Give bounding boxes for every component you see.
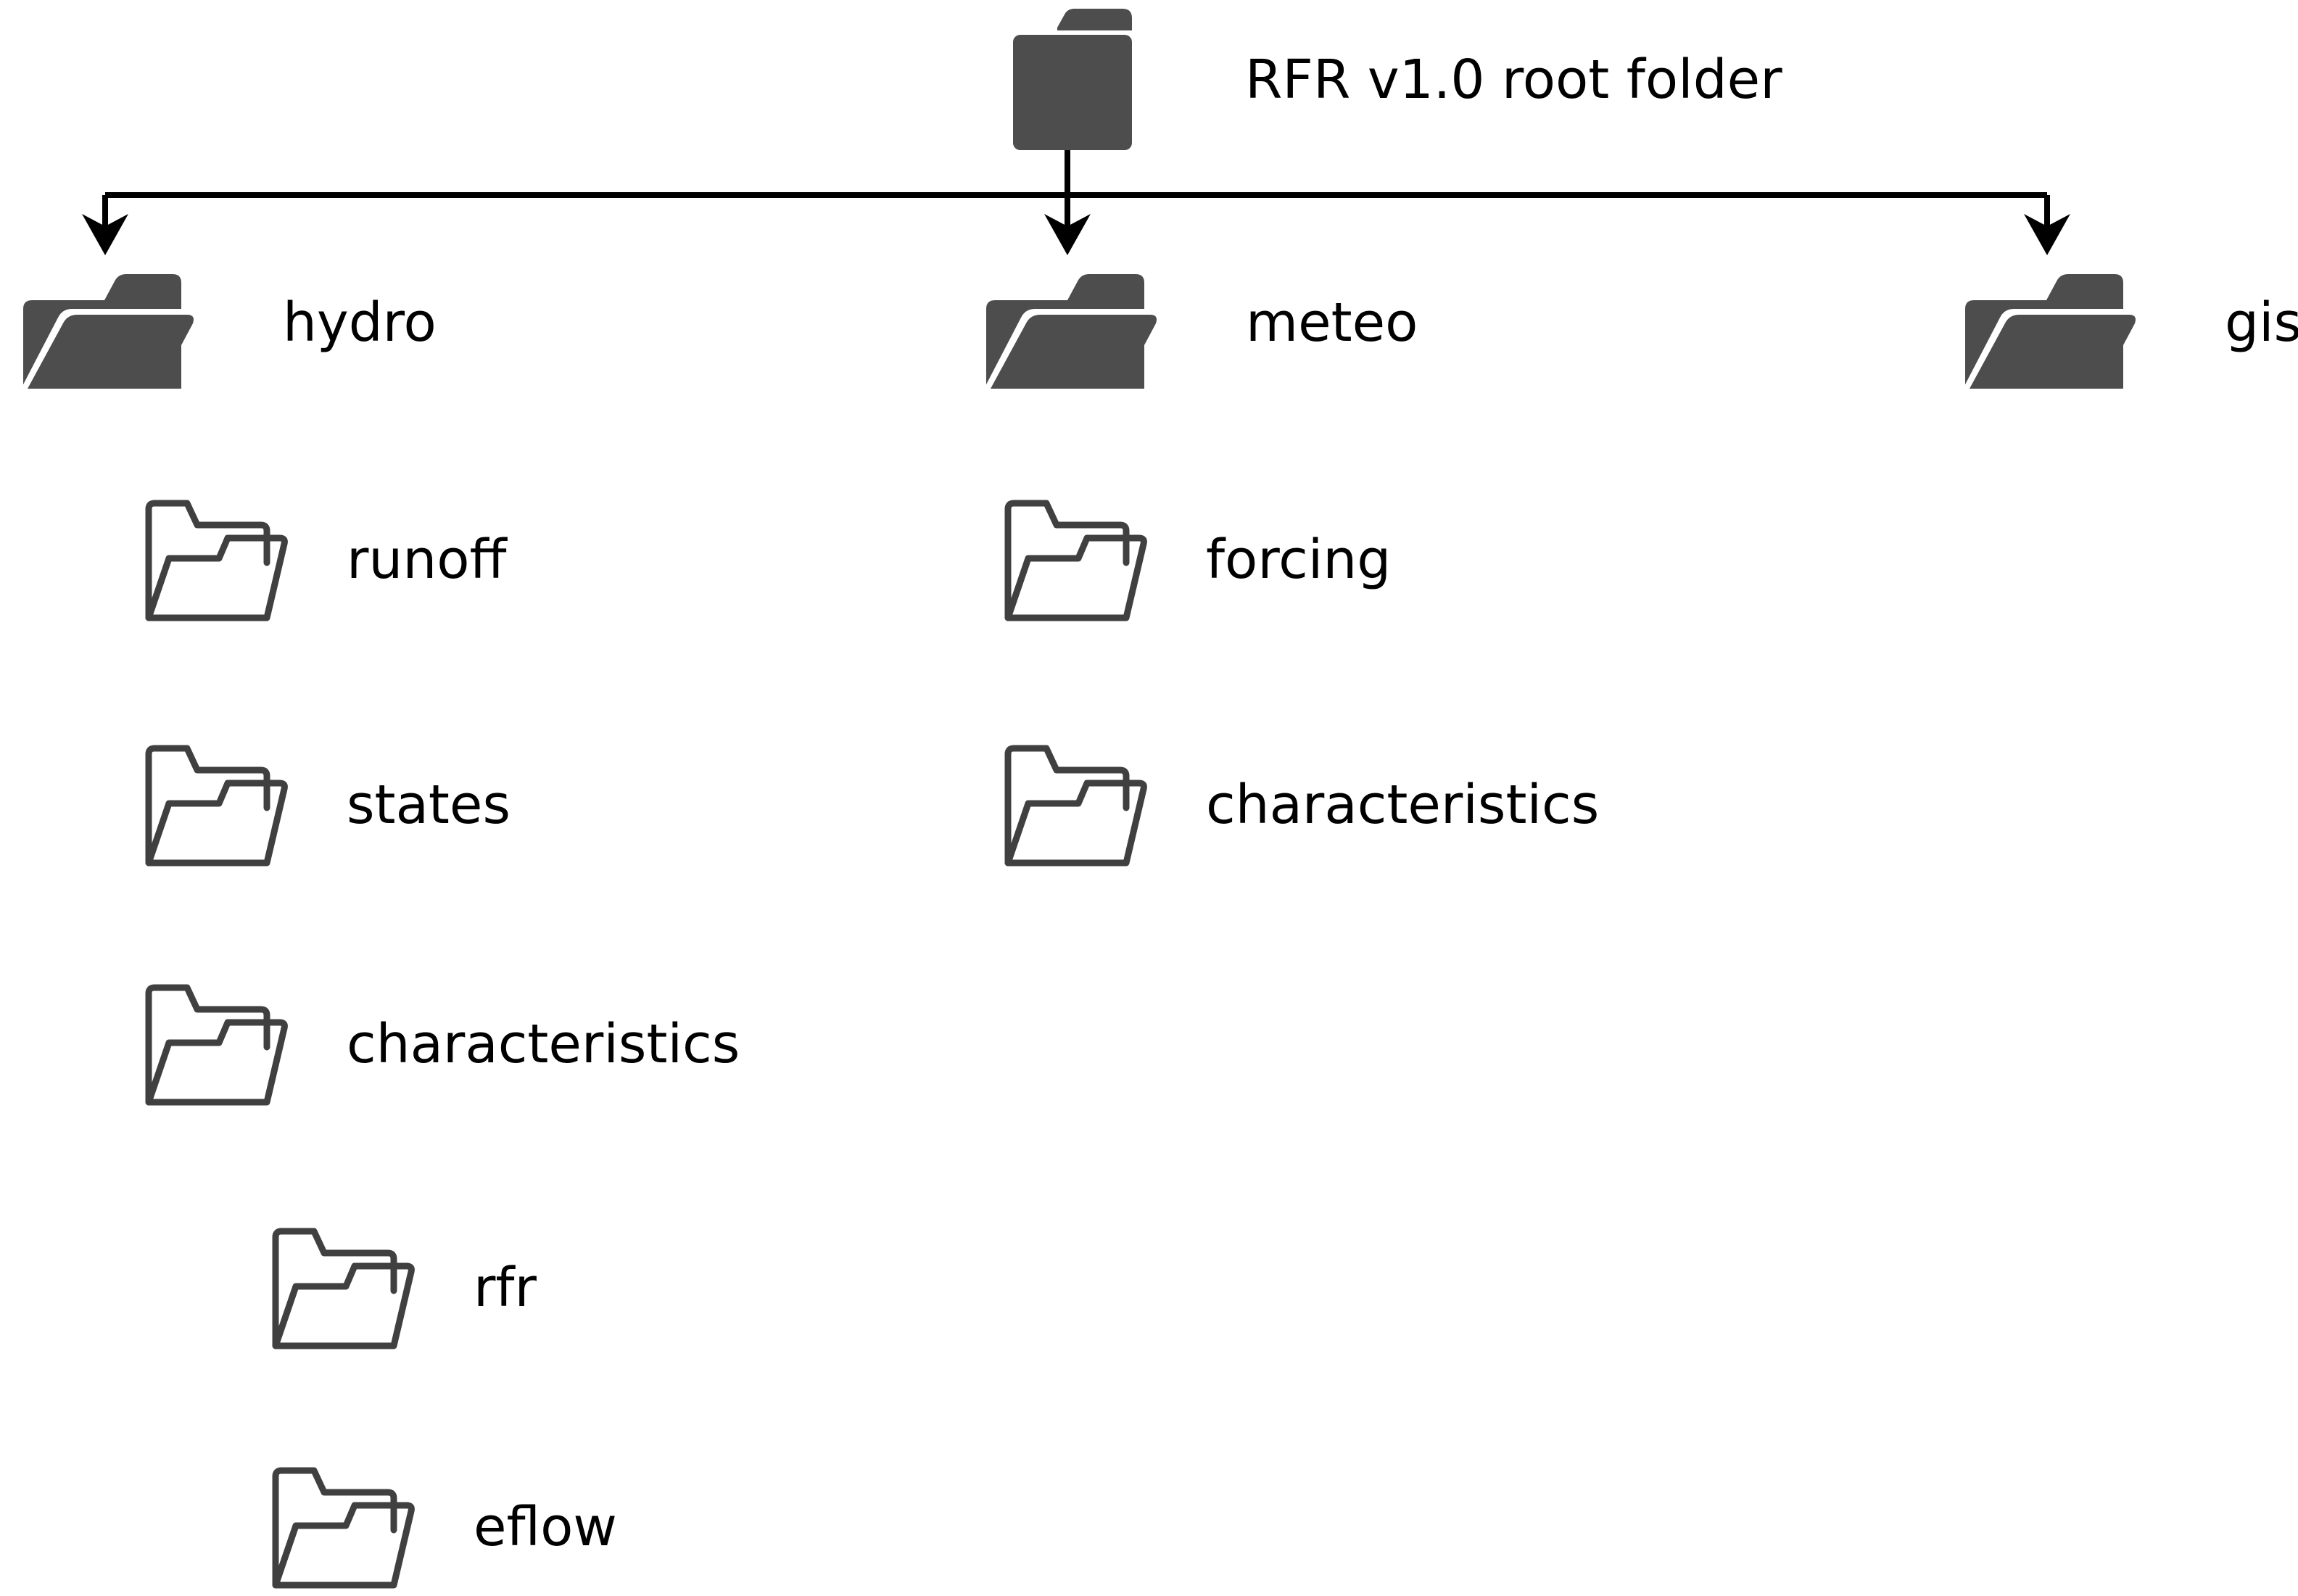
node-states-label: states bbox=[347, 774, 511, 836]
node-rfr[interactable]: rfr bbox=[265, 1221, 537, 1355]
node-meteo[interactable]: meteo bbox=[979, 252, 1418, 393]
folder-open-outline-icon bbox=[138, 493, 303, 627]
node-forcing[interactable]: forcing bbox=[997, 493, 1391, 627]
node-root[interactable]: RFR v1.0 root folder bbox=[1012, 6, 1782, 154]
folder-open-outline-icon bbox=[138, 977, 303, 1111]
node-gis[interactable]: gis bbox=[1958, 252, 2298, 393]
node-hydro-characteristics-label: characteristics bbox=[347, 1013, 740, 1075]
down-arrow-meteo bbox=[1044, 214, 1091, 255]
folder-open-outline-icon bbox=[265, 1221, 430, 1355]
node-states[interactable]: states bbox=[138, 738, 511, 872]
folder-open-filled-icon bbox=[16, 252, 197, 393]
node-rfr-label: rfr bbox=[474, 1257, 537, 1319]
down-arrow-hydro bbox=[82, 214, 128, 255]
node-hydro-characteristics[interactable]: characteristics bbox=[138, 977, 740, 1111]
node-meteo-label: meteo bbox=[1246, 292, 1418, 354]
node-eflow[interactable]: eflow bbox=[265, 1460, 617, 1594]
folder-open-outline-icon bbox=[997, 493, 1162, 627]
node-meteo-characteristics-label: characteristics bbox=[1206, 774, 1600, 836]
folder-open-outline-icon bbox=[138, 738, 303, 872]
node-gis-label: gis bbox=[2225, 292, 2298, 354]
node-hydro-label: hydro bbox=[283, 292, 437, 354]
node-eflow-label: eflow bbox=[474, 1496, 617, 1558]
node-runoff[interactable]: runoff bbox=[138, 493, 506, 627]
folder-open-filled-icon bbox=[1958, 252, 2139, 393]
folder-closed-filled-icon bbox=[1012, 6, 1133, 154]
folder-open-filled-icon bbox=[979, 252, 1160, 393]
node-forcing-label: forcing bbox=[1206, 529, 1392, 591]
node-runoff-label: runoff bbox=[347, 529, 507, 591]
folder-open-outline-icon bbox=[997, 738, 1162, 872]
down-arrow-gis bbox=[2024, 214, 2070, 255]
node-meteo-characteristics[interactable]: characteristics bbox=[997, 738, 1599, 872]
node-root-label: RFR v1.0 root folder bbox=[1245, 49, 1782, 111]
node-hydro[interactable]: hydro bbox=[16, 252, 437, 393]
folder-open-outline-icon bbox=[265, 1460, 430, 1594]
